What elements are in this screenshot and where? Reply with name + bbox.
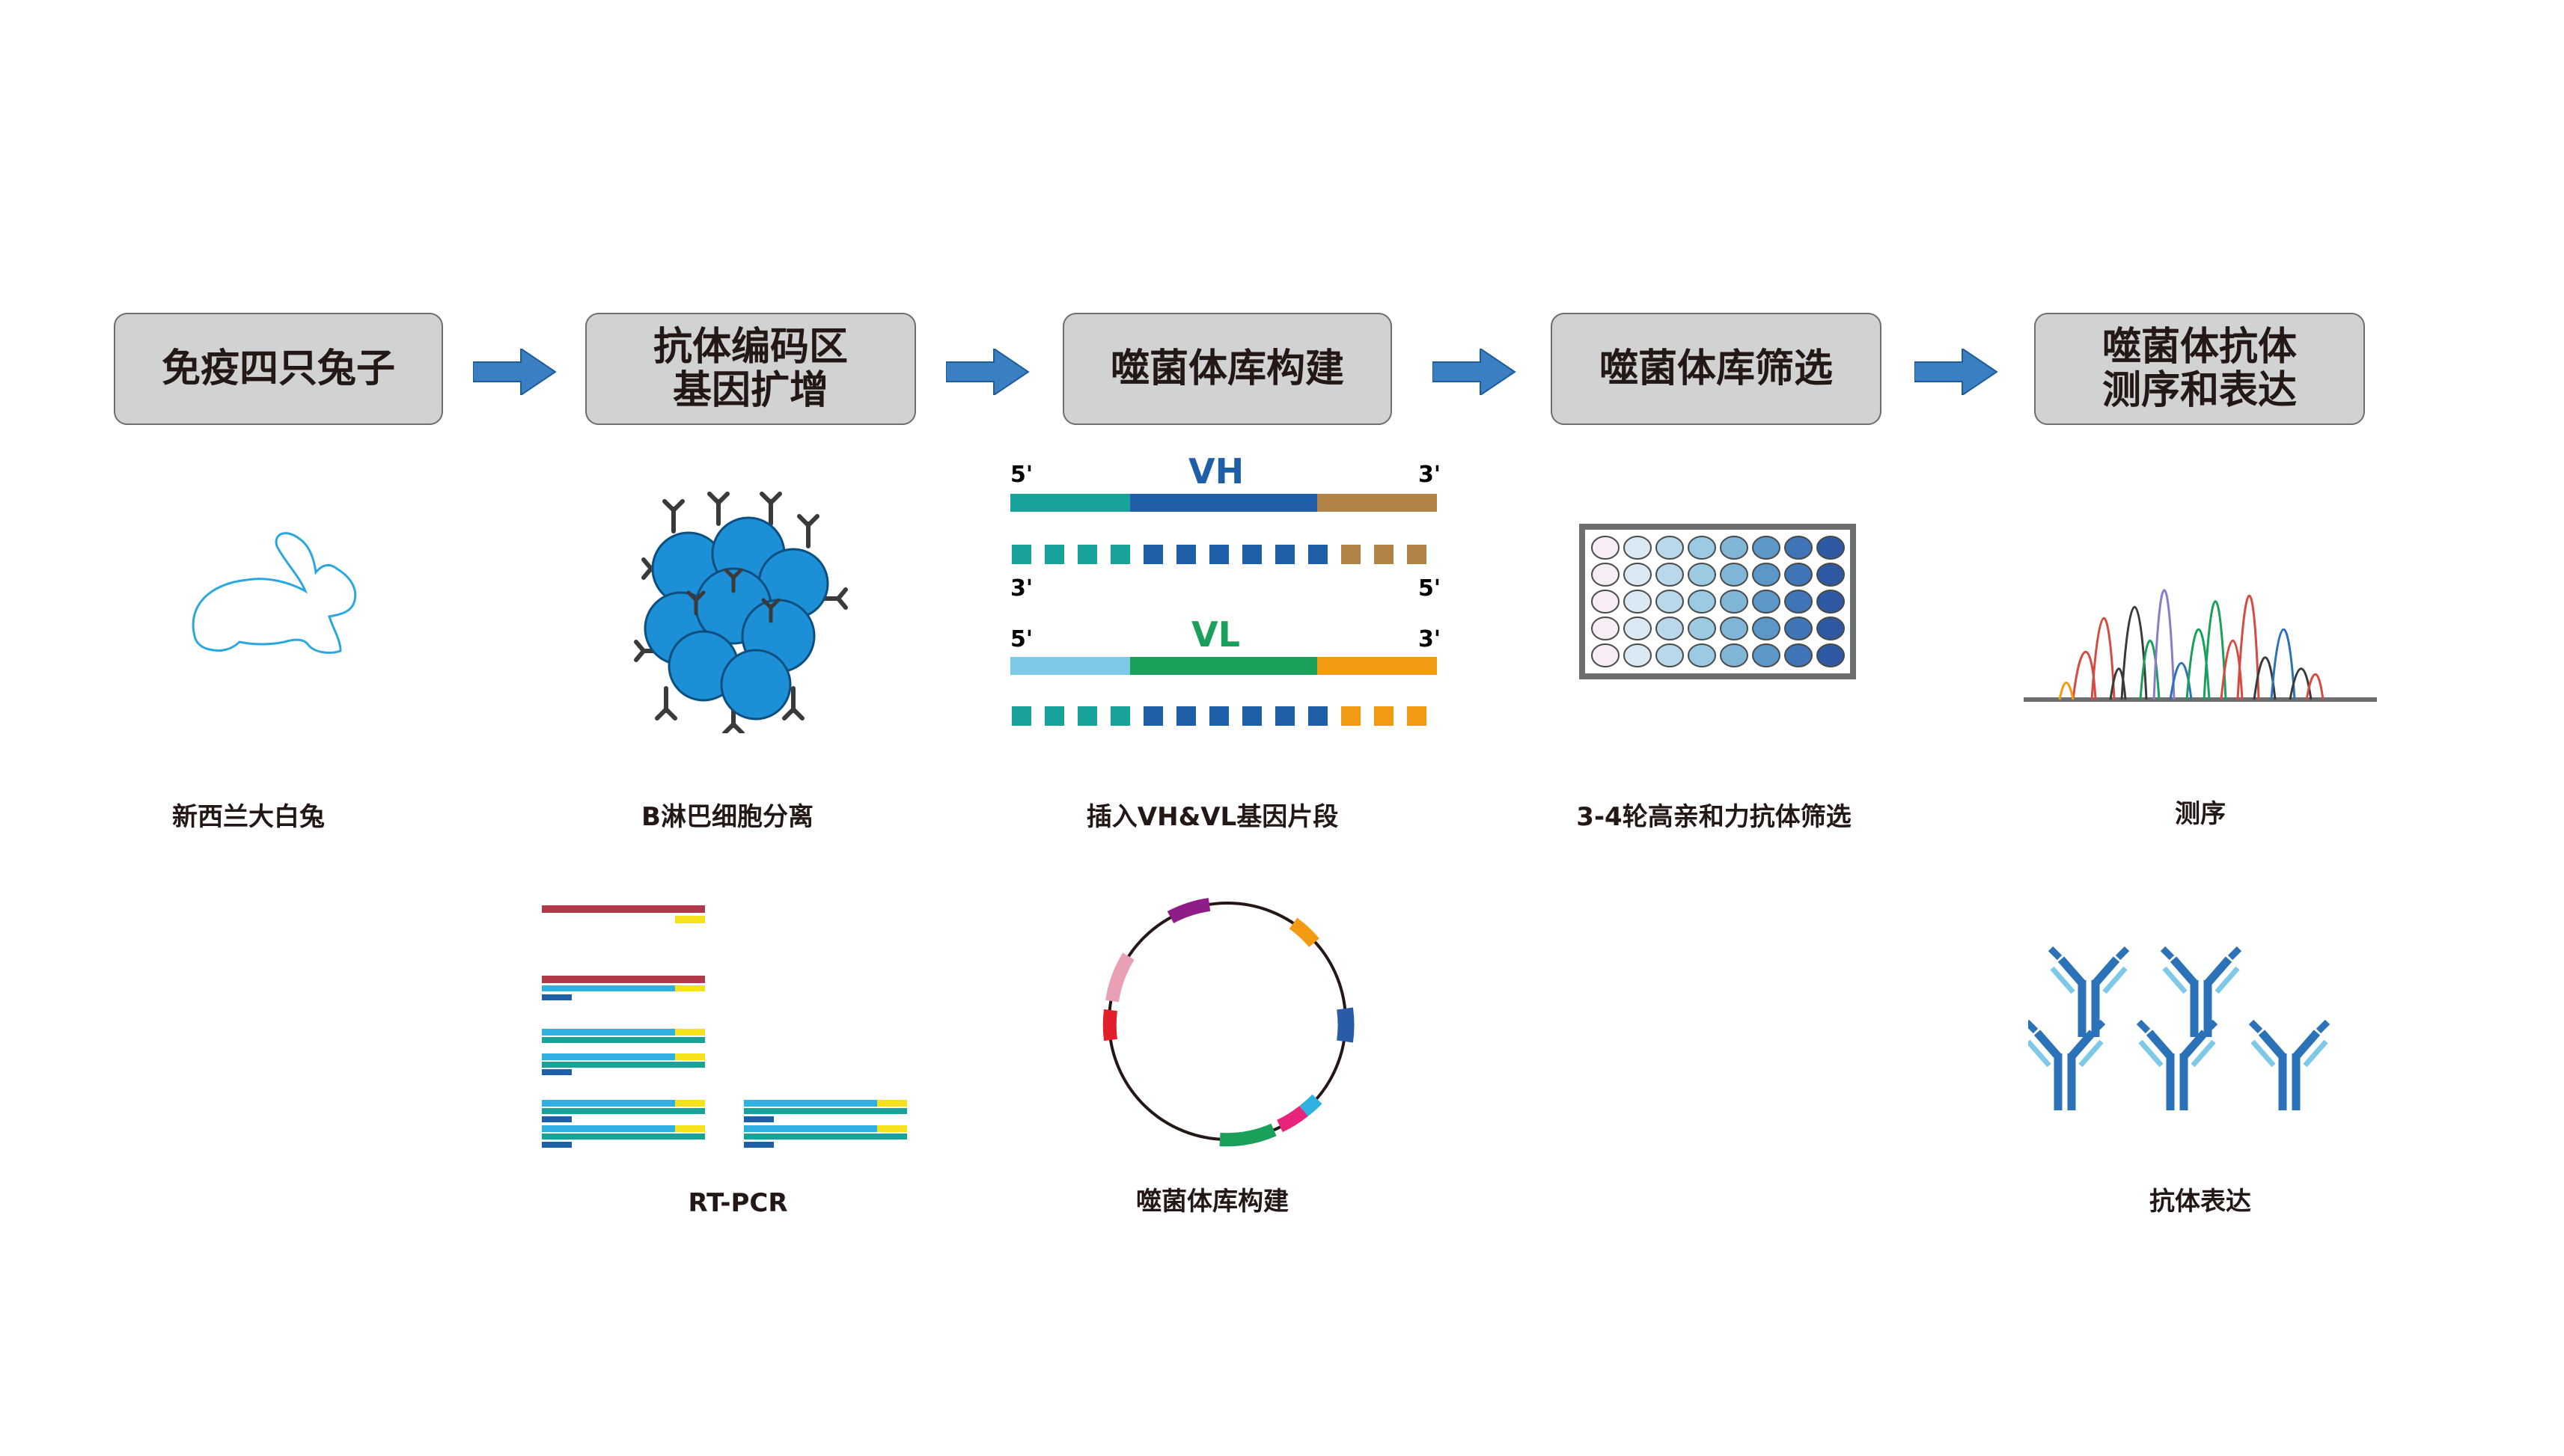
plate-well	[1688, 590, 1716, 614]
step-immunize: 免疫四只兔子	[114, 313, 443, 425]
plate-well	[1623, 643, 1652, 667]
antibody-icon	[2028, 941, 2350, 1121]
plate-well	[1816, 536, 1845, 560]
caption-bcell: B淋巴细胞分离	[641, 802, 814, 832]
plate-well	[1752, 563, 1780, 587]
plate-well	[1752, 643, 1780, 667]
step-library-construction-label: 噬菌体库构建	[1110, 346, 1344, 391]
plate-well	[1623, 563, 1652, 587]
vh-three-prime: 3'	[1418, 462, 1441, 488]
step-sequencing-expression-line2: 测序和表达	[2101, 368, 2297, 413]
vh-five-prime: 5'	[1010, 462, 1033, 488]
caption-rtpcr: RT-PCR	[688, 1188, 788, 1218]
plate-well	[1655, 643, 1684, 667]
plate-well	[1752, 536, 1780, 560]
plate-well	[1816, 590, 1845, 614]
plate-well	[1591, 590, 1620, 614]
step-gene-amplification-line2: 基因扩增	[672, 368, 828, 413]
plate-well	[1655, 563, 1684, 587]
plate-well	[1655, 536, 1684, 560]
plate-well	[1752, 617, 1780, 640]
rabbit-outline-icon	[192, 532, 357, 654]
plate-well	[1720, 590, 1748, 614]
plate-well	[1591, 617, 1620, 640]
caption-sequencing: 测序	[2175, 799, 2226, 829]
plasmid-ring-icon	[1102, 898, 1355, 1147]
caption-insert: 插入VH&VL基因片段	[1086, 802, 1339, 832]
plate-well	[1720, 536, 1748, 560]
step-immunize-label: 免疫四只兔子	[161, 346, 395, 391]
step-library-screening-label: 噬菌体库筛选	[1599, 346, 1833, 391]
chromatogram-icon	[2024, 589, 2377, 702]
step-library-screening: 噬菌体库筛选	[1551, 313, 1881, 425]
vh-bottom-five-prime: 5'	[1418, 575, 1441, 602]
b-cell-cluster-icon	[634, 492, 848, 733]
plate-well	[1688, 643, 1716, 667]
vl-three-prime: 3'	[1418, 626, 1441, 652]
plate-well	[1688, 536, 1716, 560]
well-plate-icon	[1579, 524, 1856, 679]
plate-well	[1655, 590, 1684, 614]
arrow-right-icon	[946, 349, 1030, 395]
plate-well	[1784, 617, 1813, 640]
arrow-right-icon	[473, 349, 557, 395]
plate-well	[1591, 563, 1620, 587]
caption-expression: 抗体表达	[2149, 1187, 2251, 1217]
plate-well	[1623, 590, 1652, 614]
plate-well	[1623, 617, 1652, 640]
plate-well	[1784, 536, 1813, 560]
caption-library: 噬菌体库构建	[1136, 1187, 1289, 1217]
pcr-bands-icon	[542, 905, 907, 1148]
plate-well	[1816, 617, 1845, 640]
caption-rabbit: 新西兰大白兔	[172, 802, 325, 832]
caption-screen: 3-4轮高亲和力抗体筛选	[1576, 802, 1852, 832]
step-library-construction: 噬菌体库构建	[1063, 313, 1392, 425]
plate-well	[1688, 617, 1716, 640]
step-sequencing-expression: 噬菌体抗体 测序和表达	[2034, 313, 2365, 425]
plate-well	[1816, 563, 1845, 587]
plate-well	[1752, 590, 1780, 614]
arrow-right-icon	[1432, 349, 1516, 395]
dna-fragment-icon: 5' 3' VH 3' 5' 5' 3' VL	[1010, 451, 1441, 726]
vl-five-prime: 5'	[1010, 626, 1033, 652]
step-gene-amplification-line1: 抗体编码区	[653, 325, 848, 370]
plate-well	[1784, 563, 1813, 587]
plate-well	[1720, 643, 1748, 667]
plate-well	[1720, 563, 1748, 587]
step-gene-amplification: 抗体编码区 基因扩增	[585, 313, 916, 425]
plate-well	[1688, 563, 1716, 587]
plate-well	[1623, 536, 1652, 560]
step-sequencing-expression-line1: 噬菌体抗体	[2101, 325, 2297, 370]
vh-label: VH	[1188, 451, 1244, 492]
plate-well	[1784, 590, 1813, 614]
plate-well	[1816, 643, 1845, 667]
plate-well	[1591, 643, 1620, 667]
vl-label: VL	[1191, 614, 1240, 655]
vh-bottom-three-prime: 3'	[1010, 575, 1033, 602]
plate-well	[1655, 617, 1684, 640]
arrow-right-icon	[1914, 349, 1998, 395]
plate-well	[1784, 643, 1813, 667]
plate-well	[1720, 617, 1748, 640]
plate-well	[1591, 536, 1620, 560]
